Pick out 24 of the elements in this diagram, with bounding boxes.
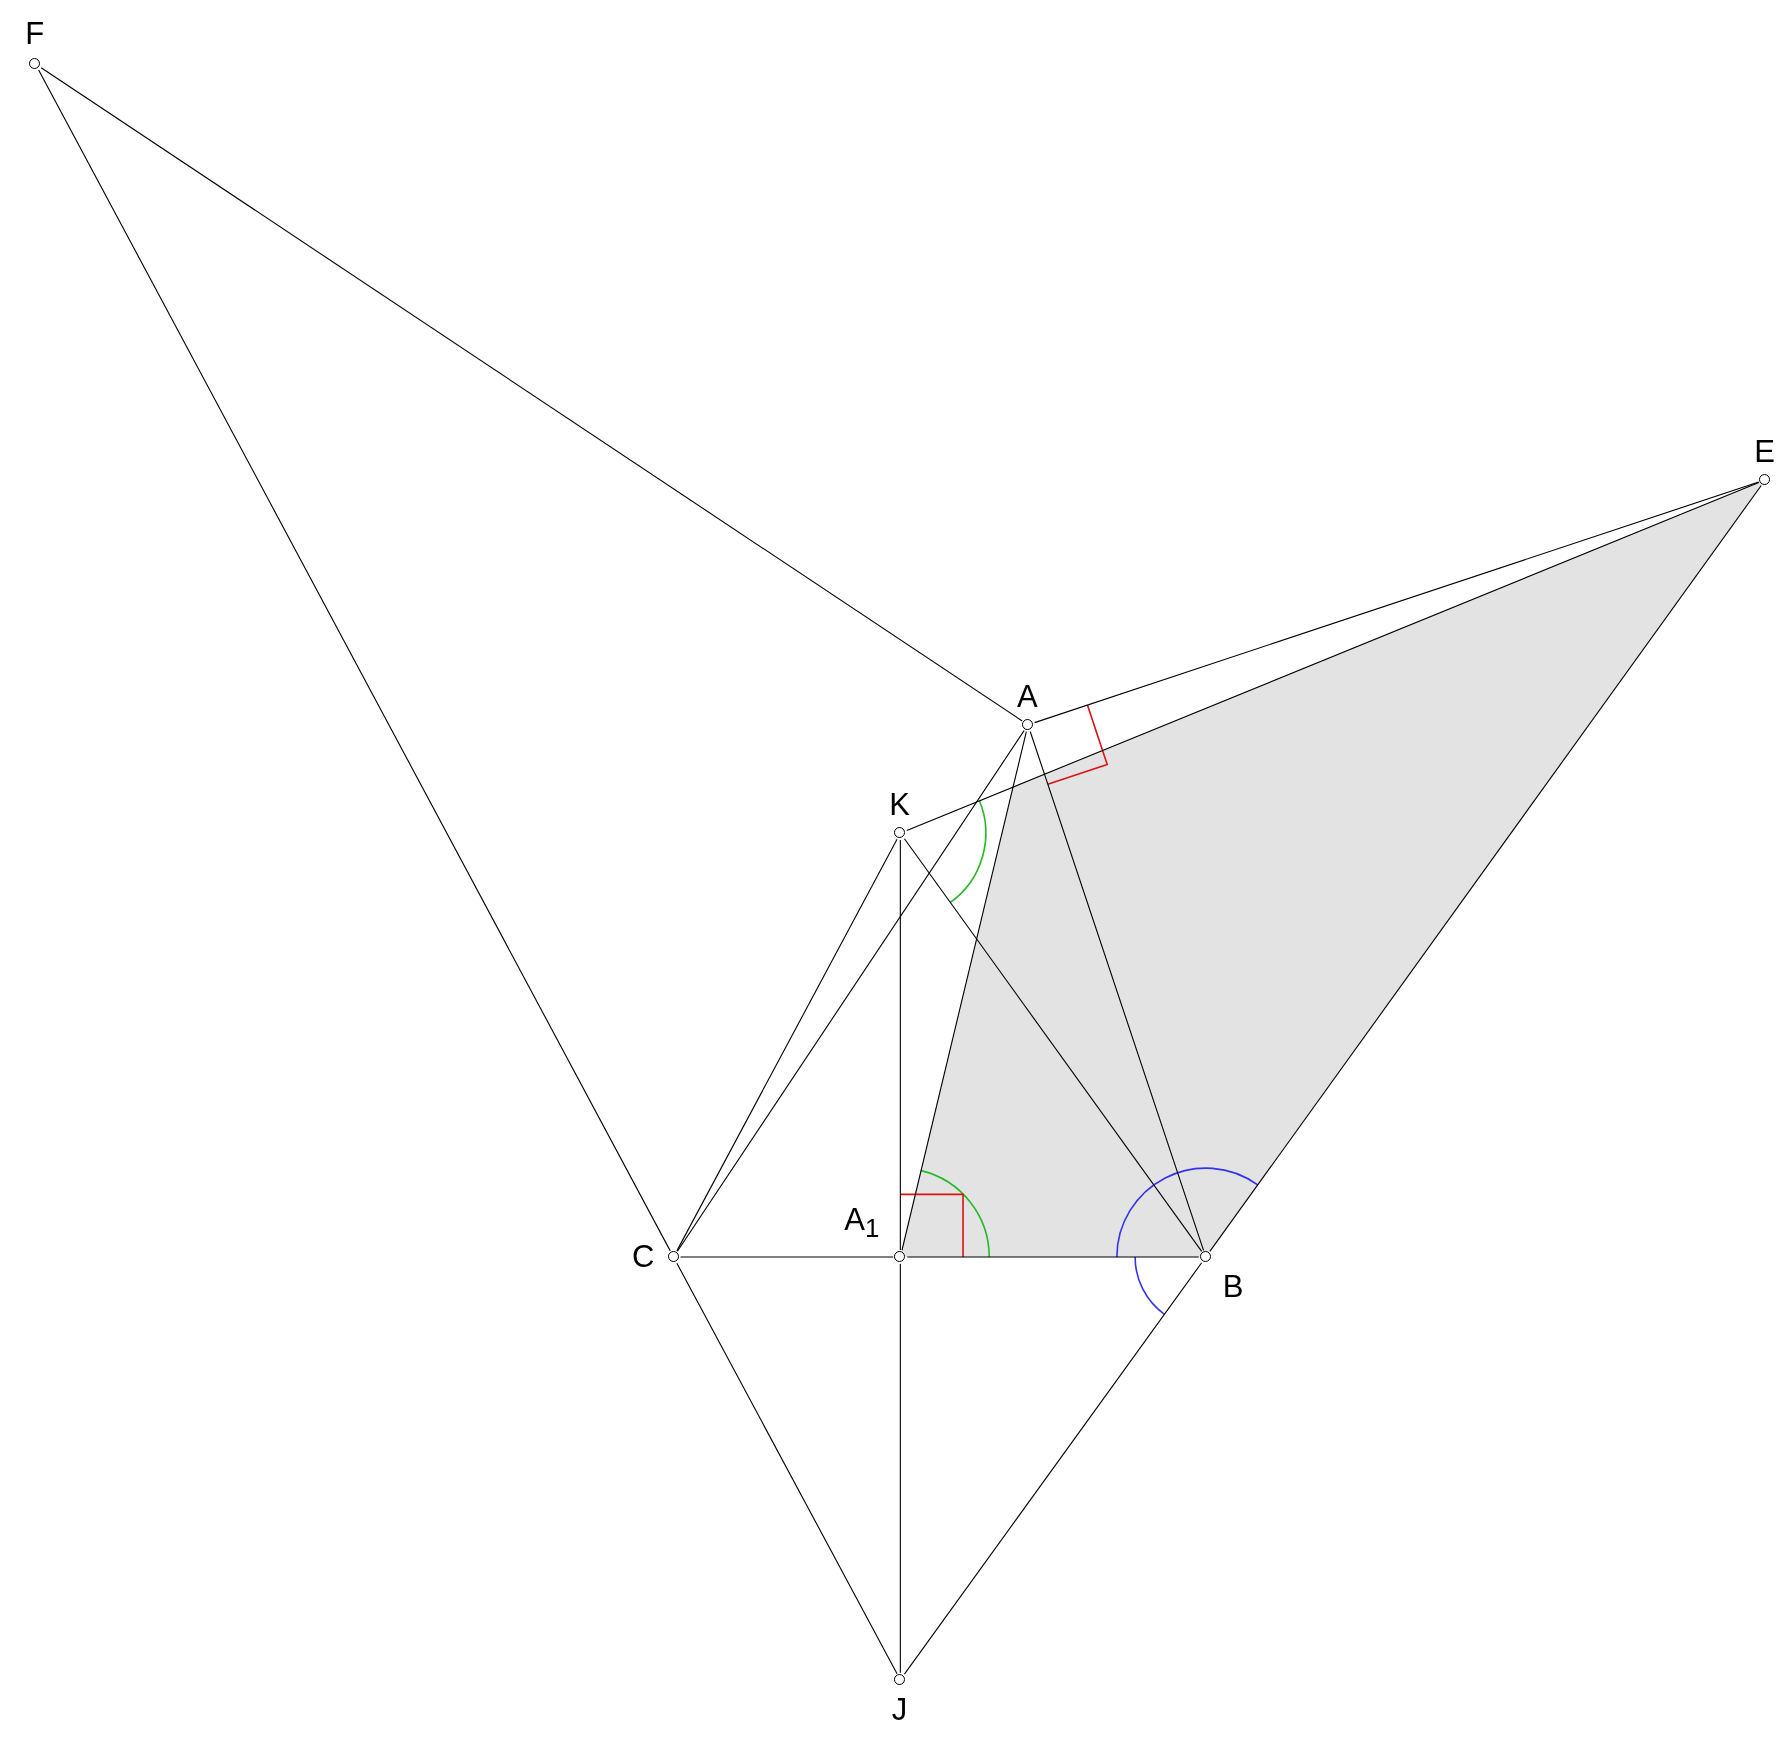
line-segment	[40, 67, 1023, 722]
line-segment	[899, 1263, 901, 1674]
line-segment	[901, 731, 1027, 1251]
line-segment	[906, 1256, 1200, 1258]
point-label: E	[1754, 435, 1776, 467]
point-label: K	[889, 789, 910, 821]
point-label: B	[1222, 1271, 1244, 1303]
point-label: A$_{1}$	[844, 1203, 880, 1242]
line-segment	[1029, 730, 1205, 1251]
point-label: F	[25, 17, 45, 49]
line-segment	[1209, 484, 1762, 1252]
line-segment	[680, 1256, 894, 1258]
line-segment	[38, 69, 671, 1252]
line-segment	[676, 730, 1025, 1252]
point-label: C	[632, 1241, 655, 1273]
point-label: J	[891, 1693, 908, 1725]
line-segment	[676, 838, 898, 1252]
line-segment	[906, 481, 1760, 831]
point-label: A	[1016, 680, 1038, 712]
line-segment	[899, 839, 901, 1251]
line-segment	[903, 1262, 1203, 1675]
line-segment	[676, 1262, 898, 1675]
line-segment	[903, 838, 1203, 1252]
line-segment	[1034, 481, 1760, 724]
